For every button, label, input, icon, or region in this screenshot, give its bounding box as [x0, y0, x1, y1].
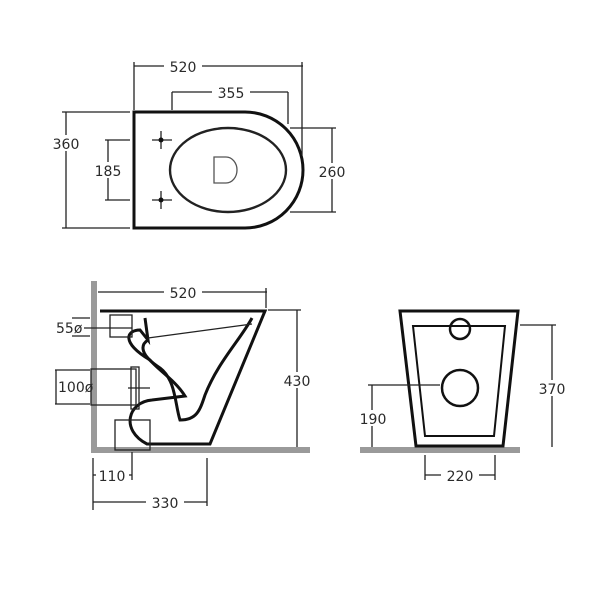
dim-width-520: 520	[170, 60, 197, 76]
front-outline	[398, 309, 520, 448]
bowl-outline	[100, 309, 268, 446]
dim-outlet-height-190: 190	[360, 412, 387, 428]
front-view: 370 190 220	[356, 309, 571, 485]
dim-outlet-100: 100ø	[58, 380, 94, 396]
inlet-circle	[448, 317, 472, 341]
dim-front-height-370: 370	[539, 382, 566, 398]
dim-distance-330: 330	[152, 496, 179, 512]
side-view: 520 55ø 430 100ø 110 330	[55, 281, 315, 512]
top-view: 520 355 360 185 260	[48, 58, 350, 230]
top-outline	[132, 110, 305, 230]
wall	[91, 281, 97, 452]
inlet-pipe	[109, 314, 133, 338]
bowl-inner-trap	[141, 317, 254, 422]
floor-drain	[114, 419, 151, 451]
dim-inlet-55: 55ø	[56, 321, 83, 337]
dim-length-355: 355	[218, 86, 245, 102]
outlet-circle	[440, 368, 480, 408]
dim-lines-top	[62, 62, 336, 229]
dim-side-width-520: 520	[170, 286, 197, 302]
dim-bowl-260: 260	[319, 165, 346, 181]
front-inner	[411, 325, 507, 437]
front-floor	[360, 447, 520, 453]
water-line	[147, 323, 253, 339]
drain-d-shape	[213, 156, 238, 184]
dim-front-width-220: 220	[447, 469, 474, 485]
dim-height-430: 430	[284, 374, 311, 390]
dim-lines-front	[368, 324, 556, 480]
dim-bolt-185: 185	[95, 164, 122, 180]
outlet-pipe	[90, 368, 137, 406]
dim-offset-110: 110	[99, 469, 126, 485]
floor	[91, 447, 310, 453]
dim-depth-360: 360	[53, 137, 80, 153]
bowl-rim	[168, 126, 288, 214]
